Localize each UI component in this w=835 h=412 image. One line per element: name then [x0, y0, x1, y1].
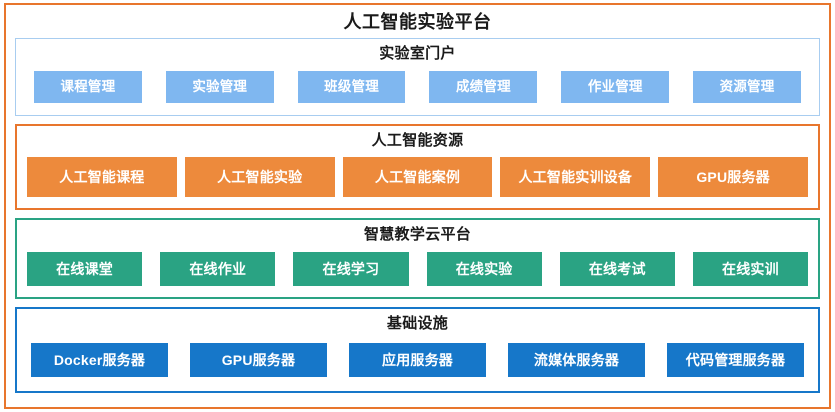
layer-portal-items: 课程管理 实验管理 班级管理 成绩管理 作业管理 资源管理 [24, 68, 811, 106]
cloud-item-online-homework[interactable]: 在线作业 [160, 251, 276, 286]
resource-item-gpu-server[interactable]: GPU服务器 [658, 157, 808, 197]
portal-item-grade-management[interactable]: 成绩管理 [429, 71, 538, 103]
cloud-item-online-experiment[interactable]: 在线实验 [426, 251, 542, 286]
layer-infrastructure-items: Docker服务器 GPU服务器 应用服务器 流媒体服务器 代码管理服务器 [25, 338, 810, 382]
infra-item-code-management-server[interactable]: 代码管理服务器 [667, 343, 804, 377]
platform-outer-frame: 人工智能实验平台 实验室门户 课程管理 实验管理 班级管理 成绩管理 作业管理 … [4, 3, 831, 409]
portal-item-class-management[interactable]: 班级管理 [297, 71, 406, 103]
layer-ai-resources: 人工智能资源 人工智能课程 人工智能实验 人工智能案例 人工智能实训设备 GPU… [15, 124, 820, 210]
resource-item-ai-training-equipment[interactable]: 人工智能实训设备 [500, 157, 651, 197]
layer-ai-resources-title: 人工智能资源 [371, 132, 464, 149]
infra-item-application-server[interactable]: 应用服务器 [349, 343, 486, 377]
layer-infrastructure-title: 基础设施 [386, 315, 449, 332]
cloud-item-online-exam[interactable]: 在线考试 [559, 251, 675, 286]
layer-ai-resources-items: 人工智能课程 人工智能实验 人工智能案例 人工智能实训设备 GPU服务器 [25, 155, 810, 199]
resource-item-ai-cases[interactable]: 人工智能案例 [342, 157, 493, 197]
portal-item-homework-management[interactable]: 作业管理 [561, 71, 670, 103]
cloud-item-online-classroom[interactable]: 在线课堂 [27, 251, 143, 286]
portal-item-experiment-management[interactable]: 实验管理 [165, 71, 274, 103]
infra-item-streaming-server[interactable]: 流媒体服务器 [508, 343, 645, 377]
cloud-item-online-training[interactable]: 在线实训 [692, 251, 809, 286]
portal-item-course-management[interactable]: 课程管理 [34, 71, 142, 103]
layer-teaching-cloud-items: 在线课堂 在线作业 在线学习 在线实验 在线考试 在线实训 [25, 249, 810, 288]
layer-teaching-cloud: 智慧教学云平台 在线课堂 在线作业 在线学习 在线实验 在线考试 在线实训 [15, 218, 820, 299]
layer-infrastructure: 基础设施 Docker服务器 GPU服务器 应用服务器 流媒体服务器 代码管理服… [15, 307, 820, 393]
layer-teaching-cloud-title: 智慧教学云平台 [363, 226, 472, 243]
cloud-item-online-learning[interactable]: 在线学习 [293, 251, 409, 286]
infra-item-gpu-server[interactable]: GPU服务器 [190, 343, 327, 377]
portal-item-resource-management[interactable]: 资源管理 [693, 71, 801, 103]
resource-item-ai-experiments[interactable]: 人工智能实验 [184, 157, 335, 197]
page-title: 人工智能实验平台 [343, 12, 492, 32]
layer-portal: 实验室门户 课程管理 实验管理 班级管理 成绩管理 作业管理 资源管理 [15, 38, 820, 116]
layer-portal-title: 实验室门户 [379, 45, 456, 62]
resource-item-ai-courses[interactable]: 人工智能课程 [27, 157, 177, 197]
infra-item-docker-server[interactable]: Docker服务器 [31, 343, 168, 377]
